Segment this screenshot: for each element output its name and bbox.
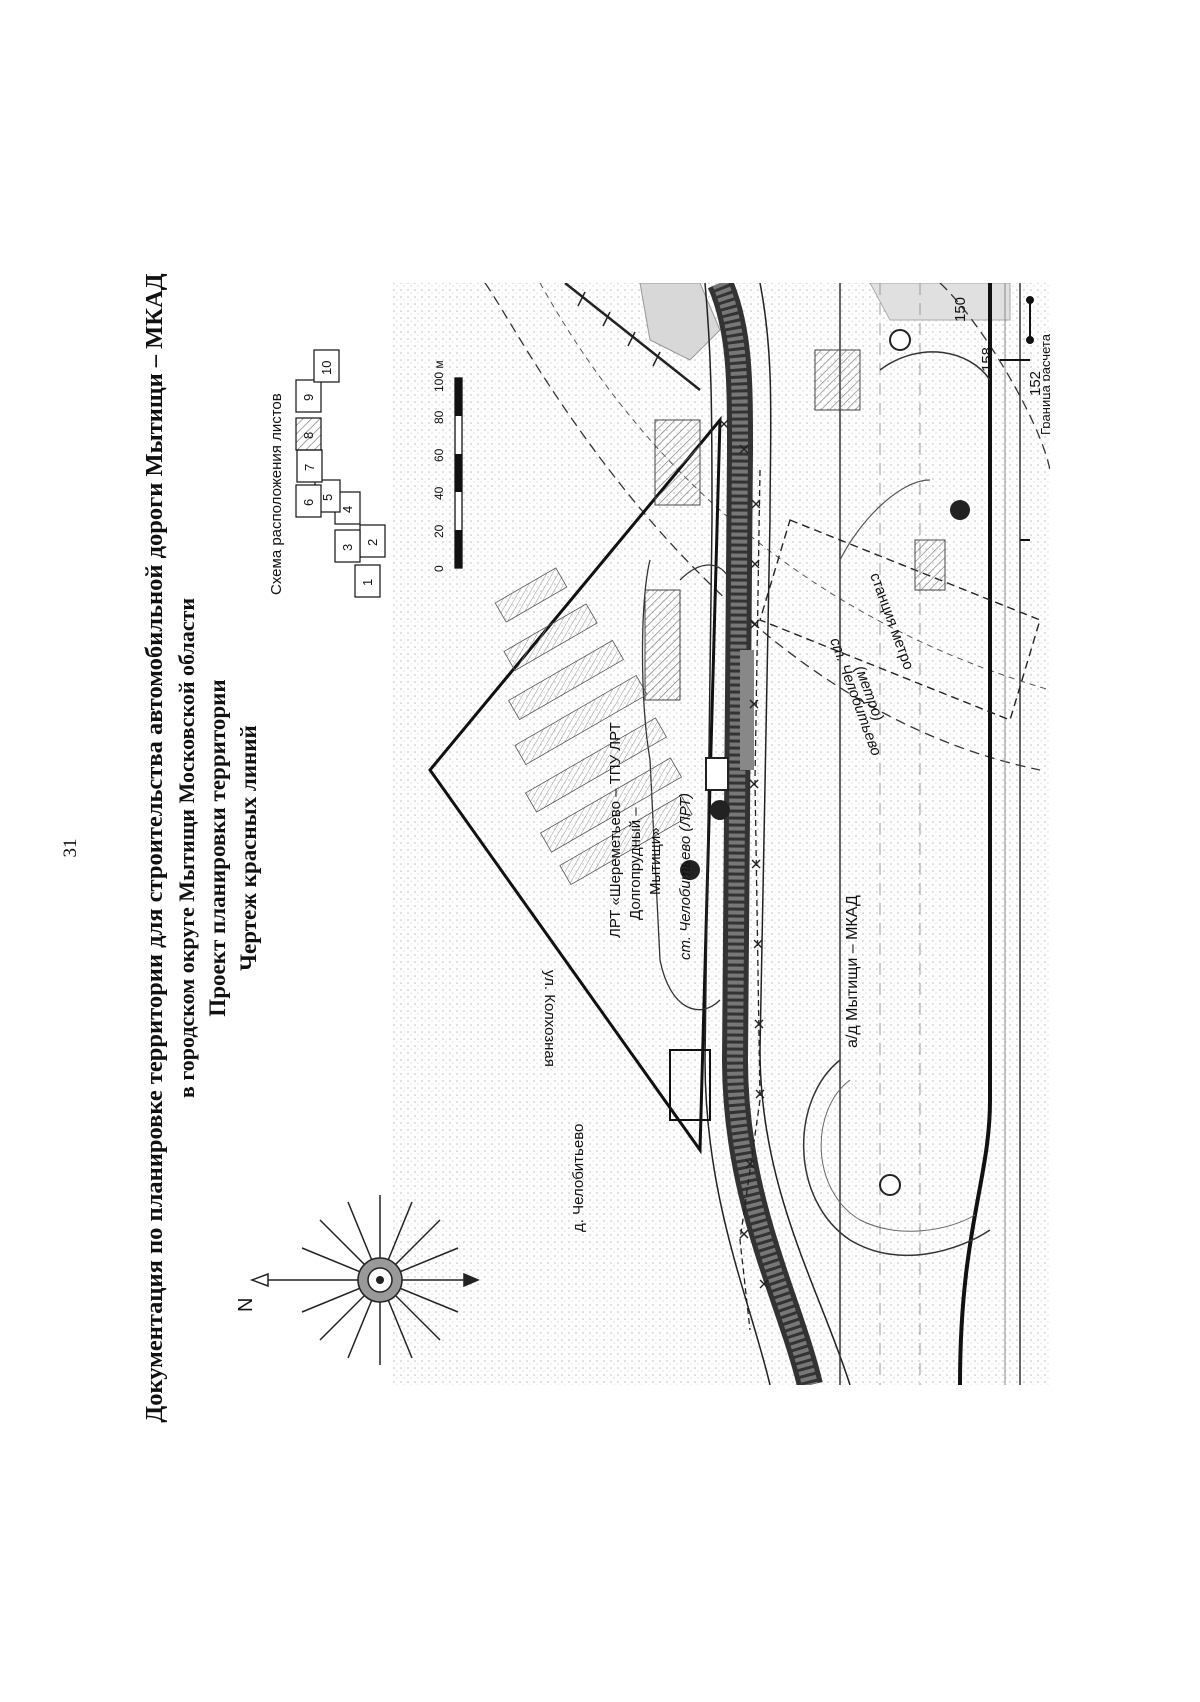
sheet-label-8: 8 (301, 432, 316, 439)
sheet-6 (295, 484, 322, 518)
map-content: д. Челобитьево ул. Колхозная ЛРТ «Шереме… (392, 283, 1053, 1385)
sheet-label-1: 1 (360, 579, 375, 586)
sheet-scheme-title: Схема расположения листов (268, 393, 285, 595)
sheet-3 (334, 529, 361, 563)
sheet-label-5: 5 (320, 494, 335, 501)
parking-area (494, 567, 693, 886)
lrt-label-3: Мытищи» (647, 827, 664, 895)
sheet-label-4: 4 (340, 506, 355, 513)
station-lrt-label: ст. Челобитьево (ЛРТ) (677, 793, 694, 960)
sheet-9 (295, 379, 322, 413)
sheet-label-9: 9 (301, 394, 316, 401)
compass-rose: N (235, 1195, 480, 1365)
street-label: ул. Колхозная (541, 970, 558, 1067)
lrt-station-sign (705, 757, 729, 791)
boundary-label: Граница расчета (1038, 333, 1053, 435)
depot-box (669, 1049, 711, 1121)
scale-tick-60: 60 (432, 448, 446, 462)
cross-markers (719, 419, 769, 1289)
sheet-label-2: 2 (365, 539, 380, 546)
lrt-label-2: Долгопрудный – (627, 807, 644, 920)
sheet-label-3: 3 (340, 544, 355, 551)
red-line-crosses (739, 469, 761, 1331)
point-label-158: 158 (979, 347, 996, 372)
village-label: д. Челобитьево (570, 1124, 587, 1232)
point-label-150: 150 (952, 297, 969, 322)
road-label: а/д Мытищи – МКАД (844, 895, 861, 1048)
sheet-scheme: Схема расположения листов 1 2 3 4 5 6 7 … (268, 349, 386, 598)
calc-boundary-points (1000, 296, 1034, 541)
scale-tick-100: 100 м (432, 360, 446, 392)
station-markers (680, 329, 970, 1196)
scale-tick-40: 40 (432, 486, 446, 500)
sheet-8 (295, 417, 322, 451)
north-label: N (235, 1298, 257, 1312)
metro-station-outline (759, 519, 1041, 721)
sheet-label-7: 7 (302, 464, 317, 471)
lrt-label-1: ЛРТ «Шереметьево – ТПУ ЛРТ (607, 722, 624, 938)
sheet-10 (313, 349, 340, 383)
scale-tick-0: 0 (432, 565, 446, 572)
scale-bar: 0 20 40 60 80 100 м (432, 360, 463, 572)
point-label-152: 152 (1027, 371, 1044, 396)
sheet-label-10: 10 (319, 361, 334, 375)
scale-tick-20: 20 (432, 524, 446, 538)
sheet-label-6: 6 (301, 499, 316, 506)
sheet-1 (354, 564, 381, 598)
scale-tick-80: 80 (432, 410, 446, 424)
